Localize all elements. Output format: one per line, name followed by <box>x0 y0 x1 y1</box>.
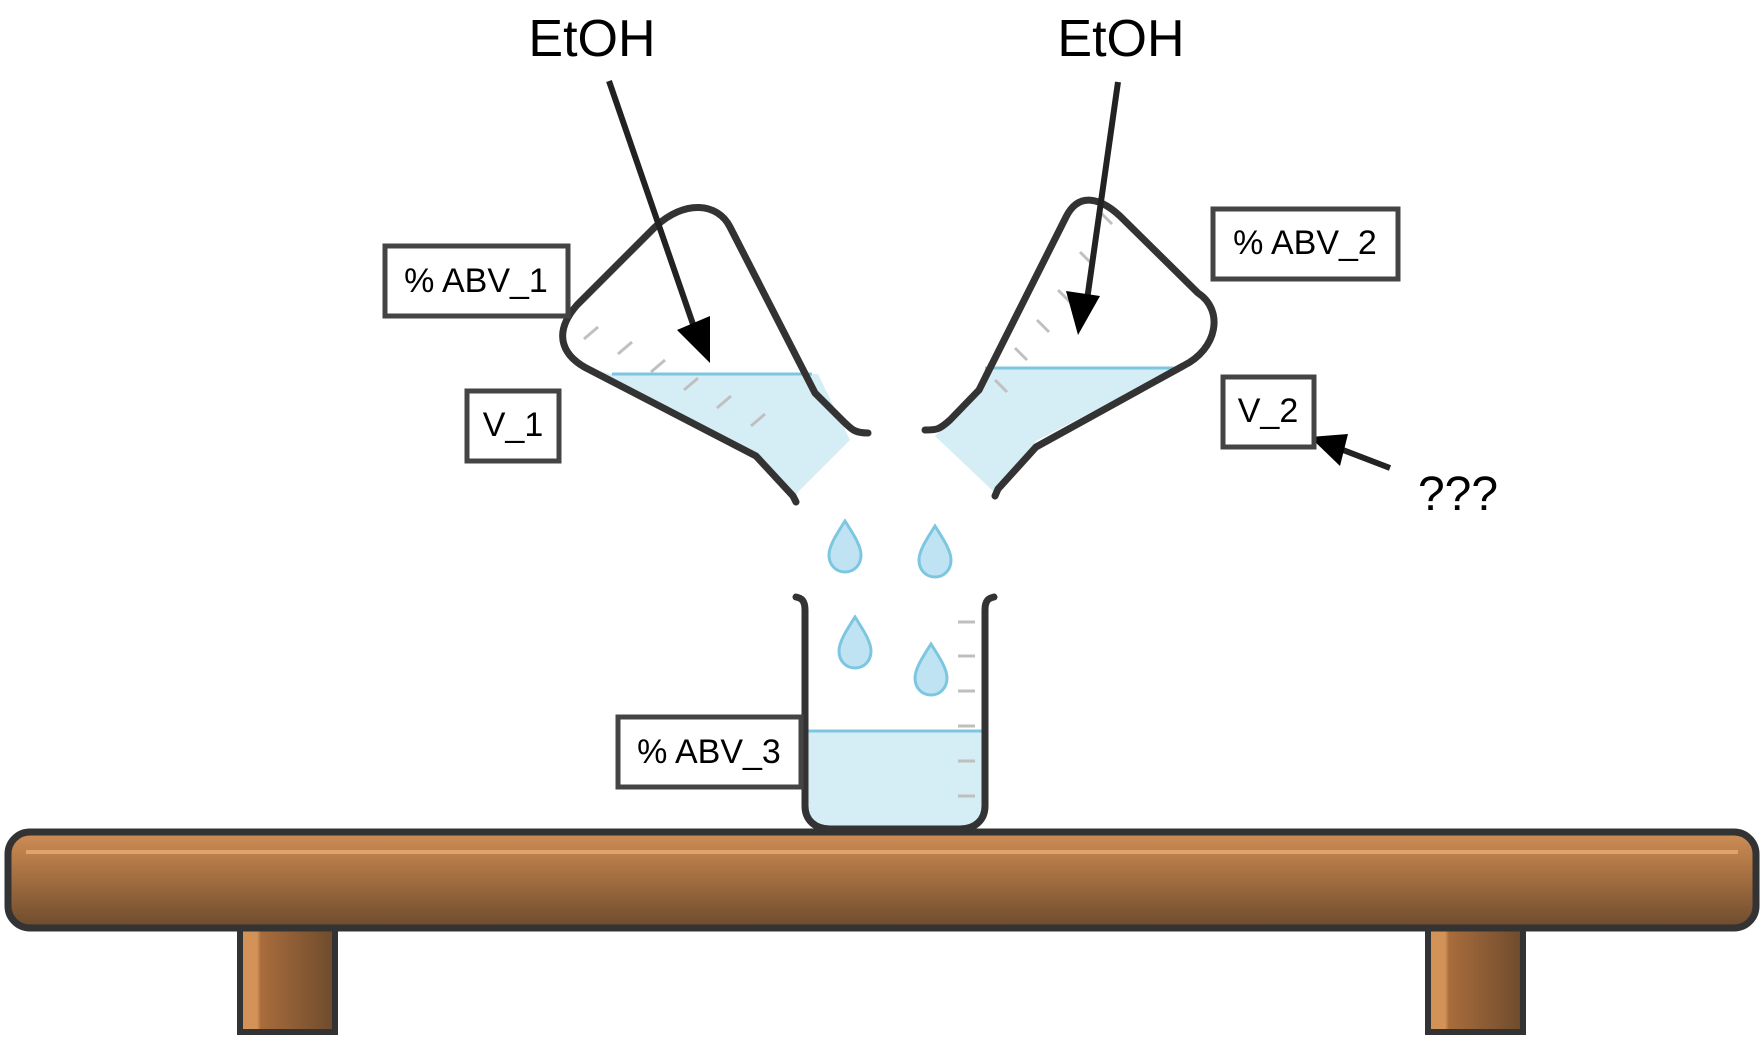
abv-2-box <box>1210 206 1401 282</box>
flask-right-outline <box>921 196 1218 500</box>
droplets <box>827 518 953 697</box>
flask-left <box>559 204 872 506</box>
abv-3-label: % ABV_3 <box>637 733 781 771</box>
table-leg-left <box>237 917 338 1035</box>
droplet <box>827 518 863 574</box>
abv-1-box <box>382 243 571 319</box>
flask-left-liquid <box>595 370 850 495</box>
flask-left-graduations <box>583 325 766 428</box>
arrow-etoh-right <box>1066 81 1121 335</box>
etoh-label-left: EtOH <box>528 10 655 68</box>
v-1-label: V_1 <box>483 406 544 444</box>
unknown-label: ??? <box>1418 468 1498 521</box>
abv-2-label: % ABV_2 <box>1233 224 1377 262</box>
beaker-outline <box>792 593 998 833</box>
v-2-label: V_2 <box>1238 392 1299 430</box>
droplet <box>913 641 949 697</box>
flask-right <box>921 196 1218 500</box>
v-1-box <box>464 388 562 464</box>
beaker-graduations <box>958 620 975 798</box>
droplet <box>917 523 953 579</box>
flask-left-outline <box>559 204 872 506</box>
etoh-label-right: EtOH <box>1057 10 1184 68</box>
arrow-etoh-left <box>606 80 710 363</box>
beaker-liquid <box>805 731 985 829</box>
arrow-unknown <box>1310 434 1392 471</box>
beaker-bottom <box>792 593 998 833</box>
v-2-box <box>1220 374 1317 450</box>
table-top <box>4 828 1760 932</box>
droplet <box>837 614 873 670</box>
abv-3-box <box>615 714 804 790</box>
abv-1-label: % ABV_1 <box>404 262 548 300</box>
table-leg-right <box>1425 917 1526 1035</box>
